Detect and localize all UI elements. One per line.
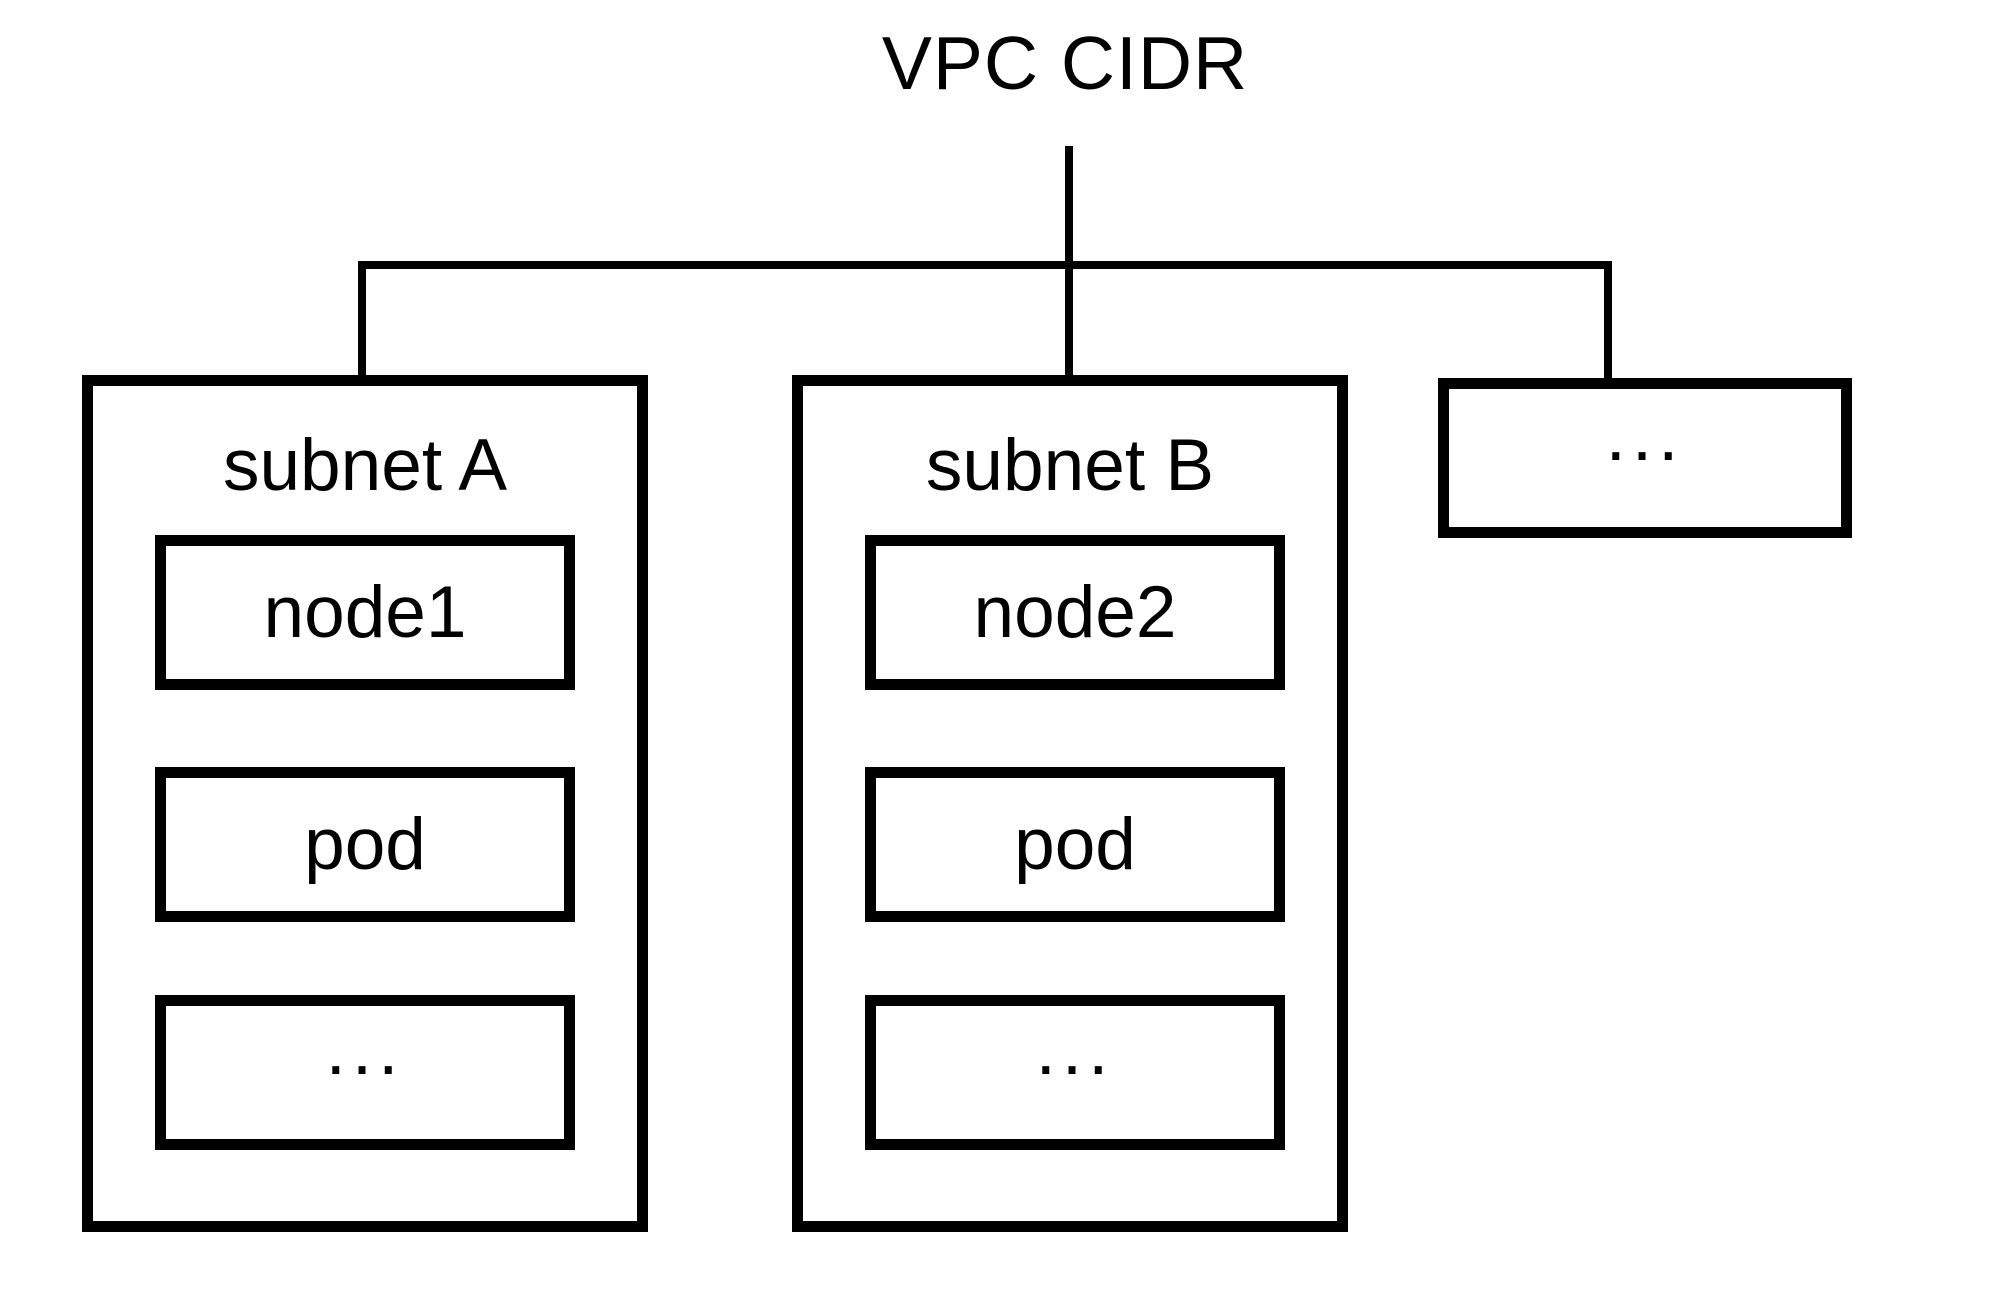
connector-drop-subnet-a [358,261,366,381]
subnet-b-label: subnet B [925,425,1215,506]
subnet-a-box: subnet A node1 pod ... [82,375,648,1232]
connector-drop-subnet-b [1065,261,1073,381]
subnet-b-more-box: ... [865,995,1285,1150]
more-subnets-label: ... [1605,394,1685,476]
node1-box: node1 [155,535,575,690]
subnet-b-pod-box: pod [865,767,1285,922]
subnet-b-box: subnet B node2 pod ... [792,375,1348,1232]
connector-branch-bar [358,261,1612,269]
subnet-b-pod-label: pod [1014,804,1136,885]
subnet-a-pod-box: pod [155,767,575,922]
node2-box: node2 [865,535,1285,690]
subnet-b-more-label: ... [1035,1008,1115,1090]
connector-drop-more [1604,261,1612,386]
node2-label: node2 [973,572,1177,653]
connector-stem [1065,146,1073,269]
subnet-a-more-label: ... [325,1008,405,1090]
subnet-a-more-box: ... [155,995,575,1150]
more-subnets-box: ... [1438,378,1852,538]
node1-label: node1 [263,572,467,653]
subnet-a-pod-label: pod [304,804,426,885]
vpc-cidr-label: VPC CIDR [881,21,1249,105]
subnet-a-label: subnet A [222,425,508,506]
